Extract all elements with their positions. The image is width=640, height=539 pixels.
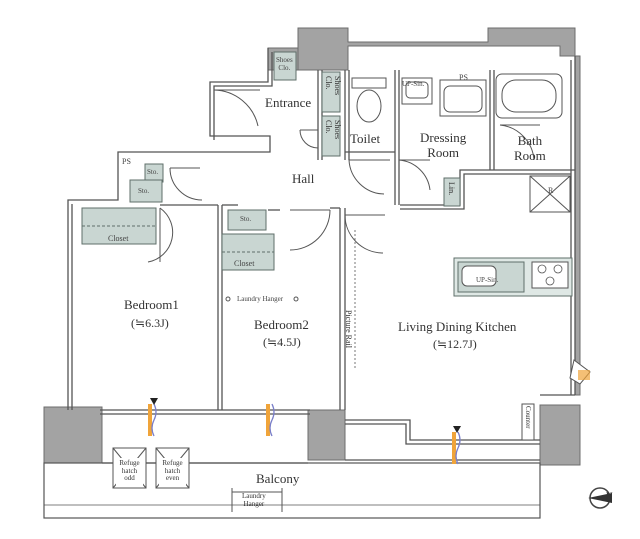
fixture-label-ps-left: PS xyxy=(122,157,131,166)
fixture-label-laundry-room: Laundry Hanger xyxy=(237,295,284,303)
entrance-inner-door xyxy=(299,129,319,149)
bedroom1-door xyxy=(169,167,203,201)
room-label-bath: Bath Room xyxy=(514,133,546,163)
fixture-label-shoes-right2: Shoes Clo. xyxy=(324,120,342,140)
room-label-toilet: Toilet xyxy=(350,131,381,146)
shoes-closet-top xyxy=(273,51,297,81)
compass-label: N xyxy=(606,491,613,501)
dressing-door xyxy=(398,159,431,191)
bedroom2-door xyxy=(289,209,331,251)
room-label-dressing: Dressing Room xyxy=(420,130,467,160)
fixture-label-picture-rail: Picture Rail xyxy=(344,310,353,348)
fixture-label-fridge: R xyxy=(548,186,554,195)
room-size-bedroom1: (≒6.3J) xyxy=(131,316,169,330)
room-label-bedroom2: Bedroom2 xyxy=(254,317,309,332)
room-label-hall: Hall xyxy=(292,171,315,186)
ldk-door xyxy=(344,214,385,254)
fixture-label-refuge-odd: Refuge hatch odd xyxy=(119,459,140,483)
fixture-label-sto-1: Sto. xyxy=(147,168,159,176)
fixture-label-sto-hall: Sto. xyxy=(240,215,252,223)
room-label-entrance: Entrance xyxy=(265,95,312,110)
laundry-hanger-room xyxy=(225,296,299,302)
fixture-label-shoes-right1: Shoes Clo. xyxy=(324,76,342,96)
fixture-label-upsin-kitchen: UP-Sin. xyxy=(476,276,499,284)
sanitary-fixtures xyxy=(351,73,571,289)
bath-door xyxy=(499,124,540,161)
fixture-label-sto-2: Sto. xyxy=(138,187,150,195)
storage-hall xyxy=(227,209,267,231)
toilet-door xyxy=(348,159,390,195)
stove xyxy=(531,261,569,289)
shoes-closet-right2 xyxy=(321,115,341,157)
storage-2 xyxy=(129,179,163,203)
doors xyxy=(147,89,540,263)
fixture-label-closet-2: Closet xyxy=(234,259,255,268)
room-size-ldk: (≒12.7J) xyxy=(433,337,477,351)
toilet-tank xyxy=(351,77,387,89)
compass-icon xyxy=(588,487,612,509)
fixtures xyxy=(81,51,573,297)
closet-door-left xyxy=(147,207,174,263)
counter-box xyxy=(521,403,535,441)
fixture-label-lin: Lin. xyxy=(447,182,456,196)
room-label-ldk: Living Dining Kitchen xyxy=(398,319,517,334)
fridge xyxy=(529,175,571,213)
fixture-label-closet-1: Closet xyxy=(108,234,129,243)
fixture-label-upsin: UP-Sin. xyxy=(402,80,425,88)
fixture-label-counter: Counter xyxy=(524,406,532,429)
balcony-hanger xyxy=(231,488,283,512)
room-size-bedroom2: (≒4.5J) xyxy=(263,335,301,349)
room-label-bedroom1: Bedroom1 xyxy=(124,297,179,312)
room-label-balcony: Balcony xyxy=(256,471,300,486)
toilet-bowl xyxy=(356,89,382,123)
windows xyxy=(108,409,534,441)
fixture-label-shoes-top: Shoes Clo. xyxy=(276,56,293,73)
linen xyxy=(443,177,461,207)
balcony-outline xyxy=(43,459,541,519)
fixture-label-refuge-even: Refuge hatch even xyxy=(162,459,183,483)
fixture-label-ps-top: PS xyxy=(459,73,468,82)
shoes-closet-right1 xyxy=(321,71,341,113)
stove-burners xyxy=(537,264,563,286)
window-accents xyxy=(148,359,591,465)
front-door xyxy=(213,89,260,127)
fixture-label-laundry-balcony: Laundry Hanger xyxy=(242,492,266,508)
